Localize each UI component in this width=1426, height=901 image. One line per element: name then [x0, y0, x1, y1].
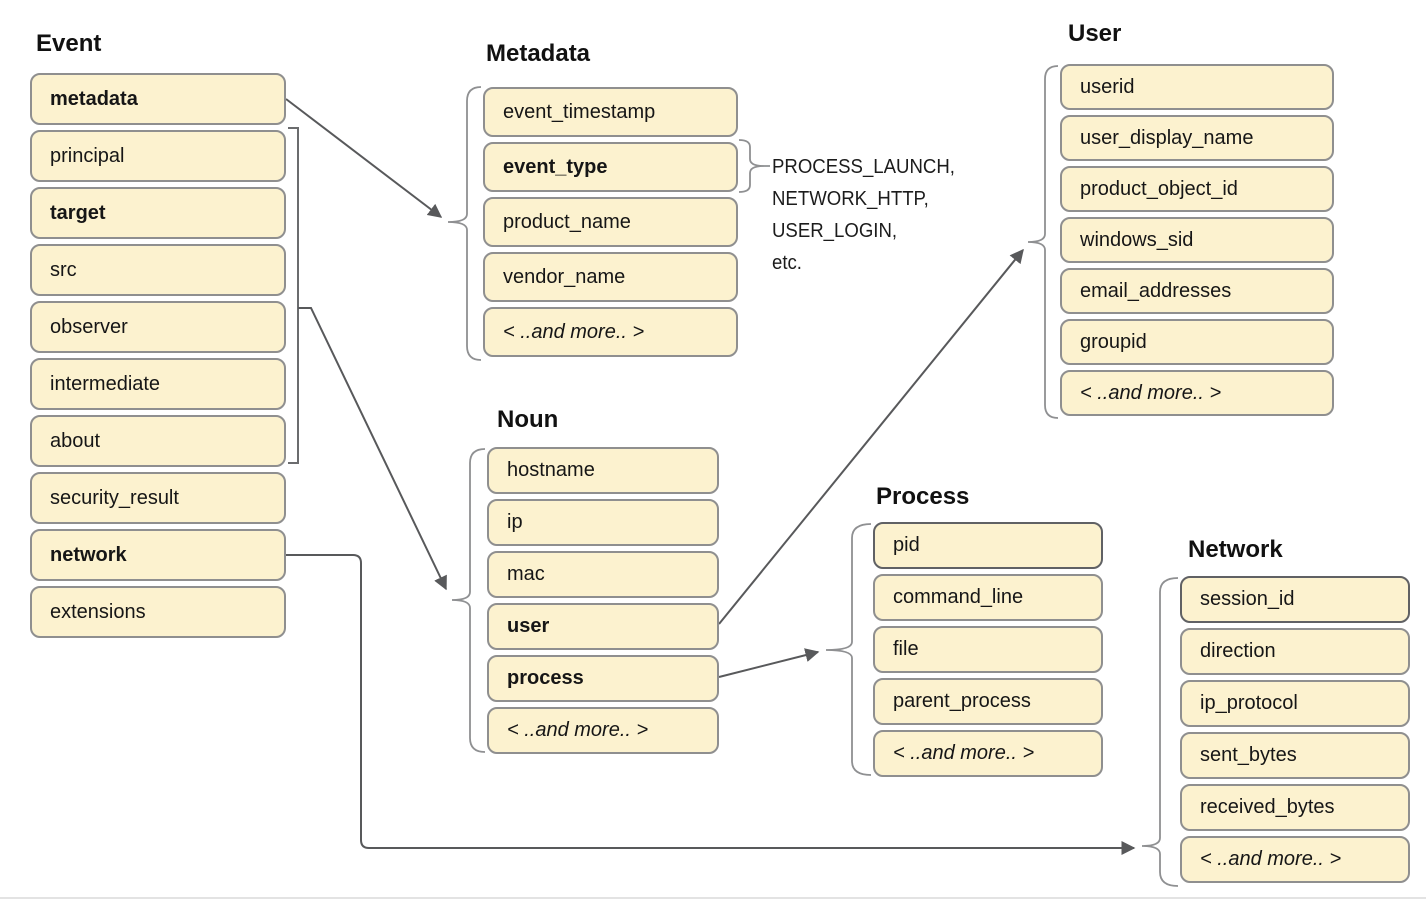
field-sent-bytes: sent_bytes	[1180, 732, 1410, 779]
event-noun-bracket	[288, 127, 299, 464]
field-network: network	[30, 529, 286, 581]
field-noun-and-more: < ..and more.. >	[487, 707, 719, 754]
process-group-title: Process	[876, 483, 970, 510]
field-process-and-more: < ..and more.. >	[873, 730, 1103, 777]
field-event-timestamp: event_timestamp	[483, 87, 738, 137]
process-brace	[825, 523, 872, 776]
field-ip: ip	[487, 499, 719, 546]
event-type-example-line: NETWORK_HTTP,	[772, 188, 929, 210]
field-intermediate: intermediate	[30, 358, 286, 410]
field-product-object-id: product_object_id	[1060, 166, 1334, 212]
field-metadata: metadata	[30, 73, 286, 125]
network-group-title: Network	[1188, 536, 1283, 563]
process-group: pid command_line file parent_process < .…	[873, 522, 1103, 777]
field-src: src	[30, 244, 286, 296]
field-user: user	[487, 603, 719, 650]
event-type-examples: PROCESS_LAUNCH, NETWORK_HTTP, USER_LOGIN…	[772, 151, 955, 279]
noun-group-title: Noun	[497, 406, 559, 433]
field-windows-sid: windows_sid	[1060, 217, 1334, 263]
network-brace	[1141, 577, 1179, 887]
event-group: metadata principal target src observer i…	[30, 73, 286, 638]
field-observer: observer	[30, 301, 286, 353]
metadata-group-title: Metadata	[486, 40, 591, 67]
field-file: file	[873, 626, 1103, 673]
field-ip-protocol: ip_protocol	[1180, 680, 1410, 727]
field-principal: principal	[30, 130, 286, 182]
user-brace	[1027, 65, 1059, 419]
event-type-example-line: PROCESS_LAUNCH,	[772, 156, 955, 178]
network-group: session_id direction ip_protocol sent_by…	[1180, 576, 1410, 883]
field-about: about	[30, 415, 286, 467]
field-parent-process: parent_process	[873, 678, 1103, 725]
metadata-arrow	[285, 98, 443, 218]
field-command-line: command_line	[873, 574, 1103, 621]
noun-arrow	[298, 307, 447, 591]
noun-brace	[451, 448, 486, 753]
field-groupid: groupid	[1060, 319, 1334, 365]
noun-group: hostname ip mac user process < ..and mor…	[487, 447, 719, 754]
field-user-and-more: < ..and more.. >	[1060, 370, 1334, 416]
bottom-divider	[0, 897, 1426, 899]
field-vendor-name: vendor_name	[483, 252, 738, 302]
event-type-example-line: etc.	[772, 252, 802, 274]
user-group-title: User	[1068, 20, 1122, 47]
event-type-example-line: USER_LOGIN,	[772, 220, 898, 242]
field-received-bytes: received_bytes	[1180, 784, 1410, 831]
user-group: userid user_display_name product_object_…	[1060, 64, 1334, 416]
field-target: target	[30, 187, 286, 239]
field-email-addresses: email_addresses	[1060, 268, 1334, 314]
field-hostname: hostname	[487, 447, 719, 494]
field-direction: direction	[1180, 628, 1410, 675]
field-user-display-name: user_display_name	[1060, 115, 1334, 161]
field-session-id: session_id	[1180, 576, 1410, 623]
field-metadata-and-more: < ..and more.. >	[483, 307, 738, 357]
field-userid: userid	[1060, 64, 1334, 110]
event-group-title: Event	[36, 30, 102, 57]
field-pid: pid	[873, 522, 1103, 569]
metadata-brace	[447, 86, 482, 361]
field-extensions: extensions	[30, 586, 286, 638]
event-type-brace	[738, 139, 770, 193]
field-mac: mac	[487, 551, 719, 598]
field-product-name: product_name	[483, 197, 738, 247]
field-security-result: security_result	[30, 472, 286, 524]
process-arrow	[718, 648, 820, 678]
field-process: process	[487, 655, 719, 702]
field-event-type: event_type	[483, 142, 738, 192]
field-network-and-more: < ..and more.. >	[1180, 836, 1410, 883]
metadata-group: event_timestamp event_type product_name …	[483, 87, 738, 357]
